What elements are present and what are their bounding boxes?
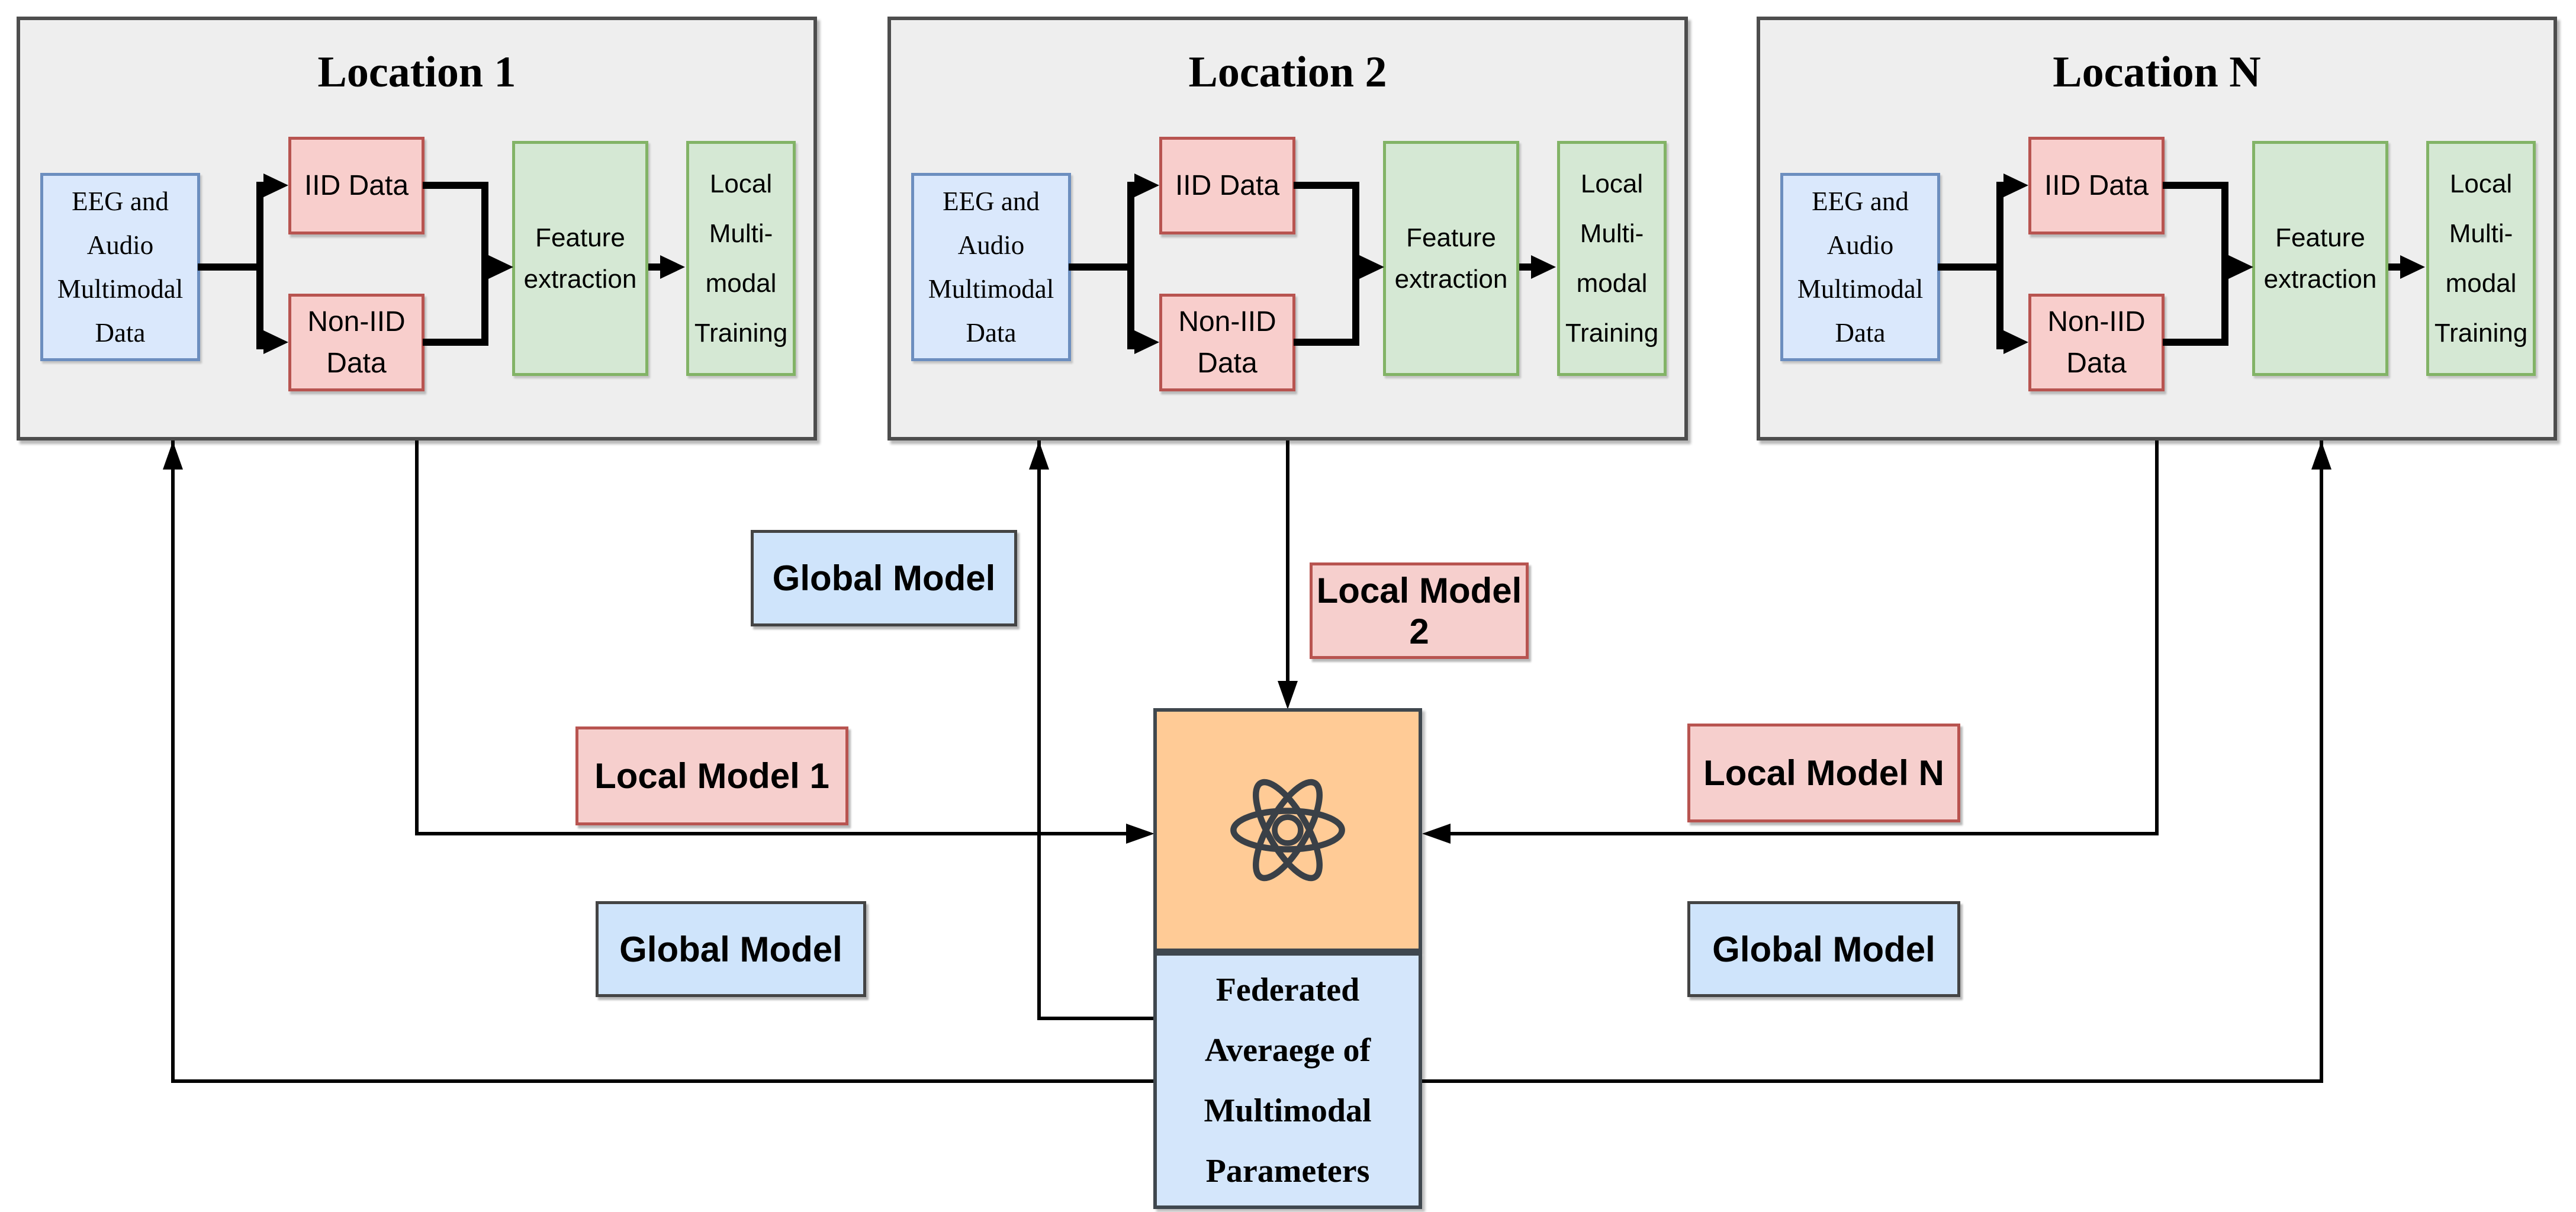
- arrowhead-right-icon: [2003, 173, 2028, 197]
- connector-global-to-location-1: [171, 441, 175, 1083]
- arrowhead-left-icon: [1422, 824, 1451, 844]
- connector-line: [1356, 263, 1362, 271]
- location-1-feature-extraction-box: Feature extraction: [512, 141, 648, 376]
- connector-line: [423, 182, 485, 189]
- connector-line: [2388, 263, 2403, 271]
- connector-global-to-location-1: [171, 1079, 1153, 1083]
- connector-local-model-n: [1448, 832, 2159, 835]
- arrowhead-right-icon: [1531, 255, 1556, 279]
- connector-line: [256, 182, 263, 349]
- arrowhead-right-icon: [2228, 255, 2253, 279]
- connector-line: [1294, 182, 1356, 189]
- connector-line: [1069, 263, 1131, 271]
- connector-global-to-location-2: [1037, 441, 1041, 1020]
- arrowhead-right-icon: [1134, 173, 1159, 197]
- location-2-feature-extraction-box: Feature extraction: [1383, 141, 1519, 376]
- arrowhead-down-icon: [1278, 681, 1298, 709]
- connector-line: [1294, 339, 1356, 346]
- location-n-iid-data-box: IID Data: [2028, 137, 2165, 234]
- arrowhead-right-icon: [1134, 330, 1159, 354]
- arrowhead-up-icon: [2311, 441, 2331, 470]
- location-1-training-box: Local Multi- modal Training: [686, 141, 796, 376]
- connector-line: [2163, 339, 2225, 346]
- location-2-training-box: Local Multi- modal Training: [1557, 141, 1667, 376]
- connector-line: [1996, 182, 2003, 349]
- location-1-non-iid-data-box: Non-IID Data: [288, 294, 424, 391]
- location-n-training-box: Local Multi- modal Training: [2426, 141, 2536, 376]
- arrowhead-right-icon: [2003, 330, 2028, 354]
- connector-line: [1127, 182, 1134, 349]
- federated-aggregator-node: [1153, 708, 1422, 952]
- location-1-panel: Location 1 EEG and Audio Multimodal Data…: [17, 17, 817, 441]
- connector-global-to-location-n: [1422, 1079, 2320, 1083]
- connector-local-model-1: [415, 832, 1128, 835]
- connector-line: [648, 263, 663, 271]
- location-2-source-data-box: EEG and Audio Multimodal Data: [911, 173, 1071, 361]
- connector-local-model-2: [1286, 441, 1289, 686]
- location-n-feature-extraction-box: Feature extraction: [2252, 141, 2388, 376]
- location-n-source-data-box: EEG and Audio Multimodal Data: [1780, 173, 1940, 361]
- local-model-n-label: Local Model N: [1687, 724, 1960, 822]
- location-n-panel: Location N EEG and Audio Multimodal Data…: [1757, 17, 2557, 441]
- arrowhead-right-icon: [1359, 255, 1384, 279]
- connector-line: [1938, 263, 2000, 271]
- global-model-label-bottom-left: Global Model: [596, 901, 866, 997]
- connector-line: [198, 263, 260, 271]
- location-1-source-data-box: EEG and Audio Multimodal Data: [40, 173, 200, 361]
- arrowhead-right-icon: [660, 255, 685, 279]
- location-1-title: Location 1: [317, 48, 516, 97]
- local-model-2-label: Local Model 2: [1310, 562, 1529, 659]
- arrowhead-right-icon: [488, 255, 513, 279]
- connector-local-model-n: [2155, 441, 2159, 835]
- local-model-1-label: Local Model 1: [575, 726, 848, 825]
- federated-average-box: Federated Averaege of Multimodal Paramet…: [1153, 952, 1422, 1209]
- connector-line: [1519, 263, 1533, 271]
- connector-local-model-1: [415, 441, 419, 835]
- location-n-non-iid-data-box: Non-IID Data: [2028, 294, 2165, 391]
- arrowhead-right-icon: [1126, 824, 1154, 844]
- location-2-non-iid-data-box: Non-IID Data: [1159, 294, 1295, 391]
- location-2-panel: Location 2 EEG and Audio Multimodal Data…: [887, 17, 1688, 441]
- arrowhead-up-icon: [163, 441, 183, 470]
- connector-global-to-location-n: [2320, 441, 2323, 1083]
- location-2-iid-data-box: IID Data: [1159, 137, 1295, 234]
- connector-global-to-location-2: [1037, 1017, 1153, 1020]
- global-model-label-top: Global Model: [751, 530, 1017, 626]
- global-model-label-bottom-right: Global Model: [1687, 901, 1960, 997]
- arrowhead-right-icon: [263, 330, 288, 354]
- location-n-title: Location N: [2053, 48, 2261, 97]
- location-1-iid-data-box: IID Data: [288, 137, 424, 234]
- location-2-title: Location 2: [1188, 48, 1387, 97]
- atom-icon: [1230, 779, 1345, 882]
- connector-line: [485, 263, 491, 271]
- arrowhead-up-icon: [1029, 441, 1049, 470]
- arrowhead-right-icon: [2400, 255, 2425, 279]
- connector-line: [2163, 182, 2225, 189]
- arrowhead-right-icon: [263, 173, 288, 197]
- connector-line: [2225, 263, 2231, 271]
- connector-line: [423, 339, 485, 346]
